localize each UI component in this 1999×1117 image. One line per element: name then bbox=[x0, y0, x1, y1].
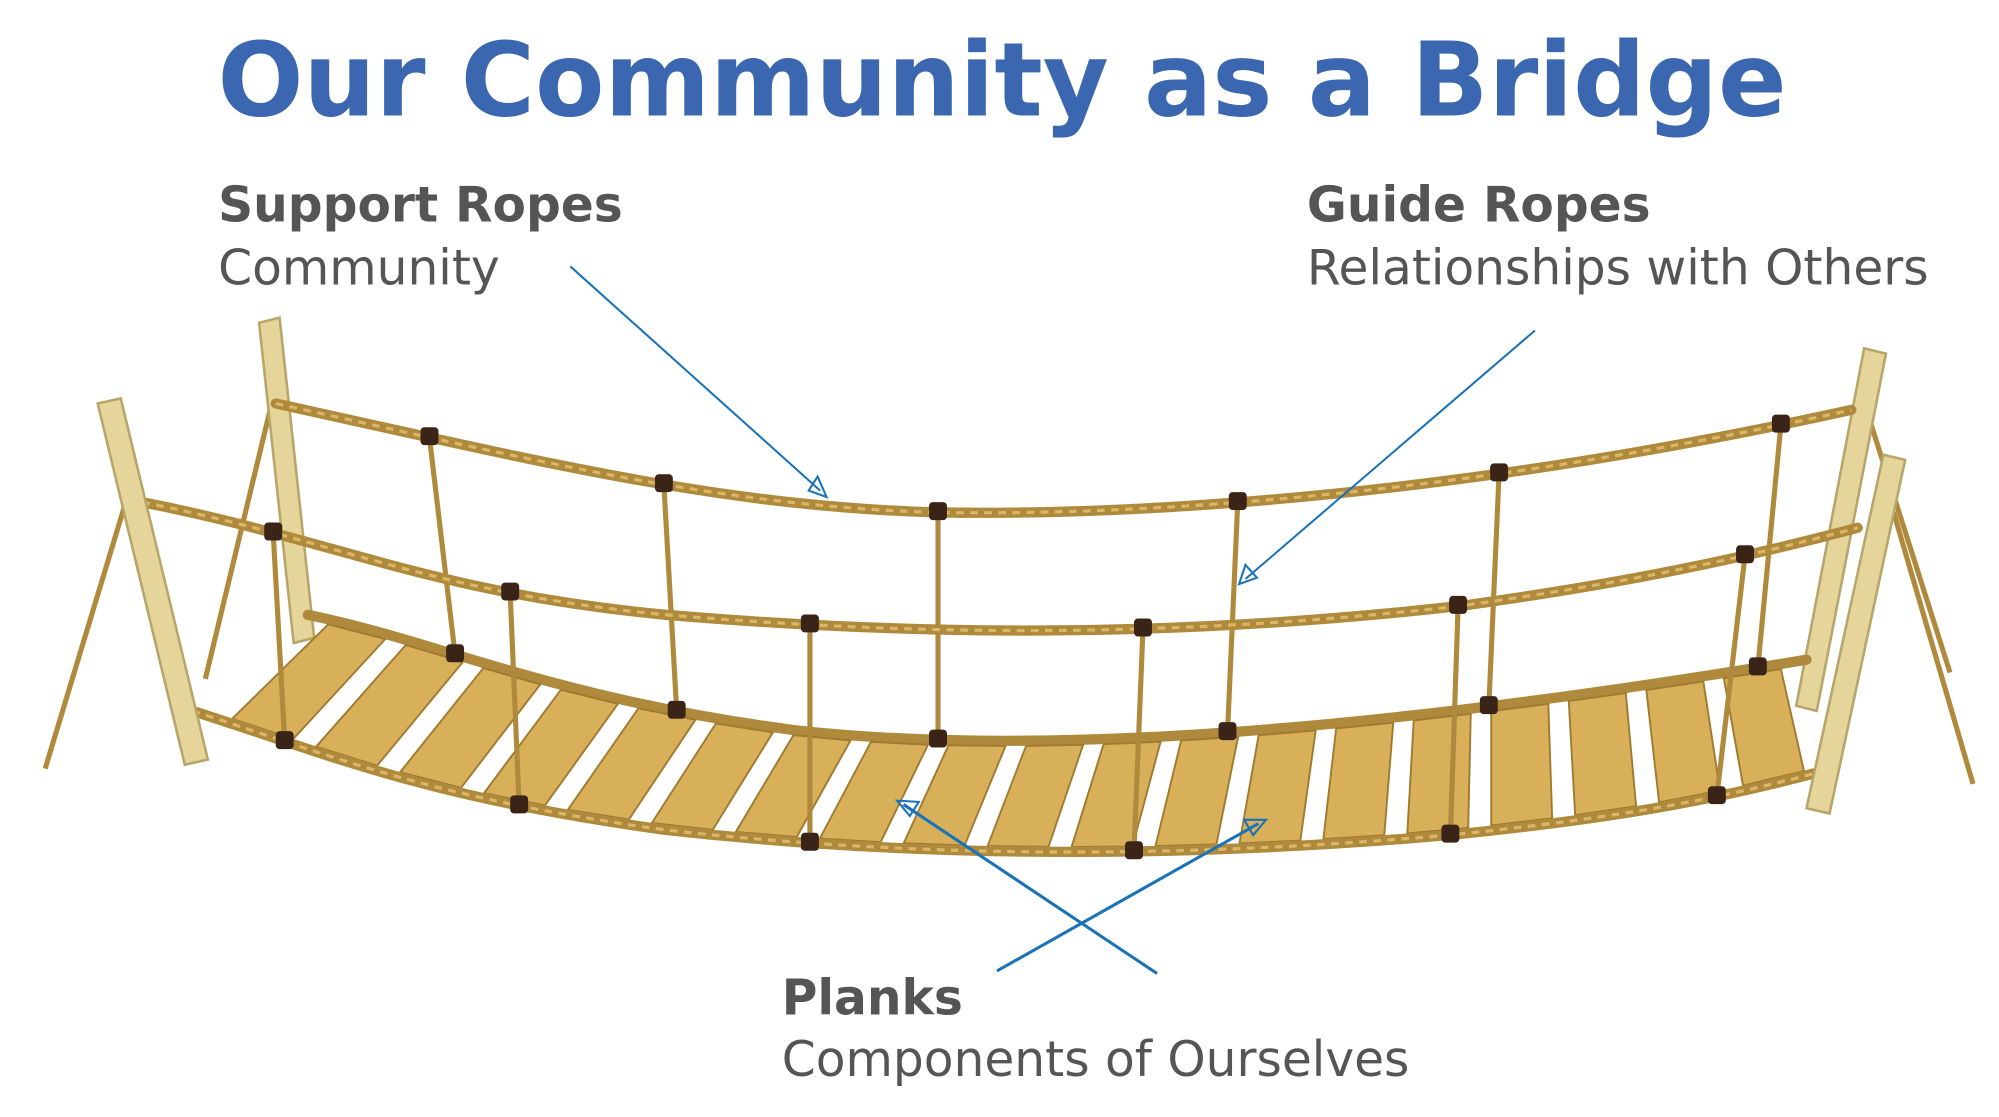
bridge-illustration bbox=[42, 316, 1976, 860]
rope-knot bbox=[800, 832, 819, 851]
vertical-rope bbox=[1224, 502, 1241, 733]
vertical-rope bbox=[426, 437, 458, 655]
callout-arrows bbox=[569, 265, 1536, 975]
rope-knot bbox=[1490, 463, 1509, 482]
support-rope-texture bbox=[275, 401, 1852, 515]
guide-arrowhead-icon bbox=[1237, 562, 1259, 586]
rope-knot bbox=[1441, 824, 1460, 843]
rope-knot bbox=[1449, 595, 1468, 614]
rope-knot bbox=[1748, 657, 1767, 676]
support-arrow-line bbox=[569, 265, 821, 492]
right-front-stay bbox=[1891, 511, 1976, 785]
plank bbox=[1070, 740, 1162, 848]
guide-rope-texture bbox=[128, 498, 1859, 633]
plank bbox=[1722, 667, 1806, 787]
guide-arrow-line bbox=[1244, 329, 1536, 580]
plank bbox=[1154, 735, 1240, 848]
plank bbox=[1406, 712, 1472, 835]
planks-group bbox=[230, 623, 1806, 848]
vertical-rope bbox=[507, 592, 522, 806]
planks-arrowhead-right-icon bbox=[1242, 818, 1269, 837]
rope-knot bbox=[1218, 722, 1237, 741]
rope-knot bbox=[667, 700, 686, 719]
rope-knot bbox=[1771, 414, 1790, 433]
vertical-rope bbox=[270, 532, 288, 742]
planks-meaning: Components of Ourselves bbox=[782, 1032, 1410, 1088]
page-title: Our Community as a Bridge bbox=[217, 21, 1786, 140]
rope-knot bbox=[446, 644, 465, 663]
support-ropes-meaning: Community bbox=[218, 240, 500, 296]
rope-knot bbox=[420, 427, 439, 446]
rope-knot bbox=[800, 614, 819, 633]
vertical-rope bbox=[1714, 555, 1748, 797]
guide-ropes-meaning: Relationships with Others bbox=[1307, 240, 1929, 296]
rope-knot bbox=[264, 522, 283, 541]
guide-ropes-heading: Guide Ropes bbox=[1307, 178, 1651, 234]
planks-arrow-line-right bbox=[996, 822, 1260, 973]
rope-knot bbox=[929, 729, 947, 748]
planks-heading: Planks bbox=[782, 971, 963, 1027]
planks-arrow-line-left bbox=[902, 803, 1158, 975]
vertical-rope bbox=[661, 484, 680, 712]
rope-knot bbox=[654, 474, 673, 493]
front-deck-rope-texture bbox=[192, 709, 1833, 854]
left-front-stay bbox=[42, 492, 131, 770]
rope-knot bbox=[1125, 841, 1143, 860]
support-rope bbox=[270, 398, 1857, 518]
knots bbox=[264, 414, 1790, 860]
plank bbox=[1645, 680, 1722, 804]
rope-knot bbox=[510, 795, 529, 814]
rope-knot bbox=[275, 731, 294, 750]
right-front-post bbox=[1804, 453, 1907, 815]
left-back-stay bbox=[202, 396, 276, 680]
support-arrowhead-icon bbox=[807, 474, 829, 499]
plank bbox=[1567, 691, 1638, 817]
rope-knot bbox=[929, 502, 947, 521]
rope-knot bbox=[1707, 786, 1726, 805]
rope-knot bbox=[1479, 696, 1498, 715]
plank bbox=[1490, 702, 1554, 827]
vertical-rope bbox=[1131, 628, 1146, 852]
plank bbox=[986, 743, 1085, 848]
rope-knot bbox=[1736, 545, 1754, 564]
guide-rope bbox=[123, 494, 1863, 636]
plank bbox=[1322, 721, 1395, 841]
left-front-post bbox=[96, 396, 210, 767]
left-back-post bbox=[257, 316, 316, 645]
vertical-rope bbox=[1486, 473, 1502, 707]
support-ropes-heading: Support Ropes bbox=[218, 178, 623, 234]
rope-knot bbox=[1134, 618, 1152, 637]
rope-knot bbox=[1228, 492, 1247, 511]
rope-knot bbox=[501, 582, 520, 601]
vertical-rope bbox=[1447, 606, 1461, 836]
planks-arrowhead-left-icon bbox=[894, 799, 921, 818]
